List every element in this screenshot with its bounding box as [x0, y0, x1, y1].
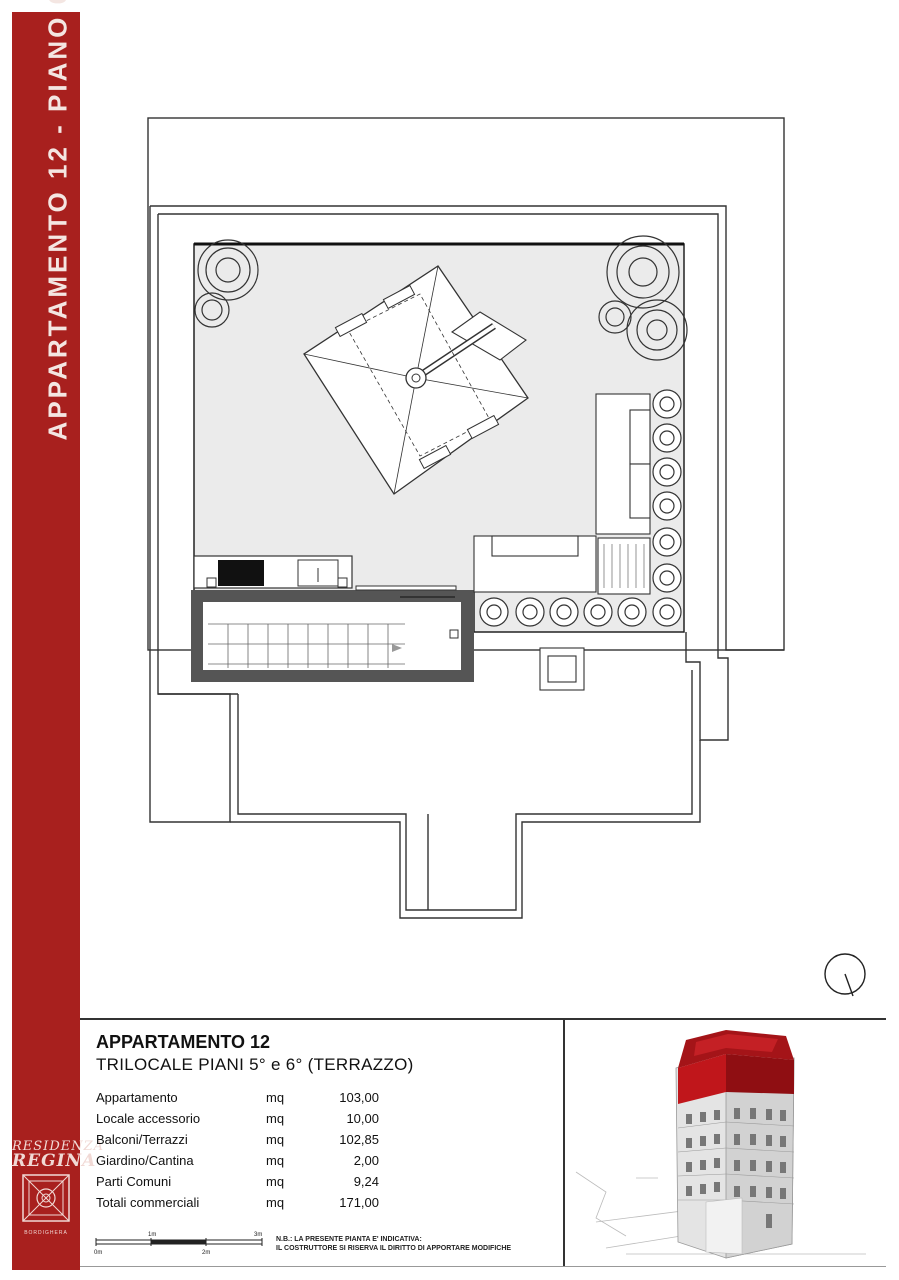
area-unit: mq [266, 1132, 285, 1147]
area-value: 103,00 [339, 1090, 379, 1105]
scale-label-2: 2m [202, 1250, 210, 1256]
outdoor-kitchen [193, 555, 457, 591]
area-label: Totali commerciali [96, 1195, 200, 1210]
table-row: Parti Comuni mq 9,24 [96, 1171, 379, 1192]
scale-label-1: 1m [148, 1232, 156, 1238]
info-divider [80, 1018, 886, 1020]
table-row: Balconi/Terrazzi mq 102,85 [96, 1129, 379, 1150]
area-label: Parti Comuni [96, 1174, 172, 1189]
area-unit: mq [266, 1174, 285, 1189]
table-row: Appartamento mq 103,00 [96, 1087, 379, 1108]
sidebar: APPARTAMENTO 12 - PIANO 6° [12, 0, 80, 1270]
area-unit: mq [266, 1090, 285, 1105]
building-illustration [575, 1030, 866, 1259]
outer-wall [150, 205, 784, 651]
inner-wall-bottom [237, 670, 693, 911]
brand-line-1: RESIDENZA [12, 1139, 105, 1154]
trees [194, 235, 688, 361]
apartment-subtitle: TRILOCALE PIANI 5° e 6° (TERRAZZO) [96, 1055, 414, 1074]
scale-label-3: 3m [254, 1232, 262, 1238]
outer-wall-bottom [230, 740, 701, 919]
apartment-info: APPARTAMENTO 12 TRILOCALE PIANI 5° e 6° … [96, 1032, 414, 1213]
brand-tagline: BORDIGHERA [24, 1230, 68, 1236]
area-label: Balconi/Terrazzi [96, 1132, 188, 1147]
info-vertical-divider [563, 1018, 565, 1266]
outer-wall-left [149, 206, 231, 823]
area-label: Giardino/Cantina [96, 1153, 194, 1168]
inner-wall-right [158, 213, 729, 741]
shrubs [479, 389, 682, 627]
area-label: Locale accessorio [96, 1111, 201, 1126]
scale-label-0: 0m [94, 1250, 102, 1256]
scale-bar: 0m 1m 2m 3m [94, 1232, 263, 1256]
table-row: Totali commerciali mq 171,00 [96, 1192, 379, 1213]
brand-line-2: REGINA [12, 1151, 97, 1171]
stairwell [191, 590, 474, 682]
north-arrow-icon [824, 953, 866, 997]
disclaimer-note: N.B.: LA PRESENTE PIANTA E' INDICATIVA: … [276, 1235, 511, 1253]
skylight [539, 647, 585, 691]
note-line-1: N.B.: LA PRESENTE PIANTA E' INDICATIVA: [276, 1236, 422, 1243]
table-row: Giardino/Cantina mq 2,00 [96, 1150, 379, 1171]
floor-plan [147, 117, 866, 997]
brand-block: RESIDENZA REGINA BORDIGHERA [12, 1139, 105, 1236]
bottom-divider [80, 1266, 886, 1267]
umbrella-dining [303, 265, 529, 495]
apartment-title: APPARTAMENTO 12 [96, 1032, 271, 1052]
area-value: 102,85 [339, 1132, 379, 1147]
area-value: 171,00 [339, 1195, 379, 1210]
area-value: 9,24 [353, 1174, 379, 1189]
area-value: 2,00 [353, 1153, 379, 1168]
residenza-logo-icon [22, 1174, 70, 1222]
area-label: Appartamento [96, 1090, 178, 1105]
table-row: Locale accessorio mq 10,00 [96, 1108, 379, 1129]
note-line-2: IL COSTRUTTORE SI RISERVA IL DIRITTO DI … [276, 1245, 512, 1252]
sofas [473, 393, 651, 595]
area-unit: mq [266, 1153, 285, 1168]
areas-table: Appartamento mq 103,00 Locale accessorio… [96, 1087, 379, 1213]
area-unit: mq [266, 1111, 285, 1126]
area-value: 10,00 [346, 1111, 379, 1126]
area-unit: mq [266, 1195, 285, 1210]
